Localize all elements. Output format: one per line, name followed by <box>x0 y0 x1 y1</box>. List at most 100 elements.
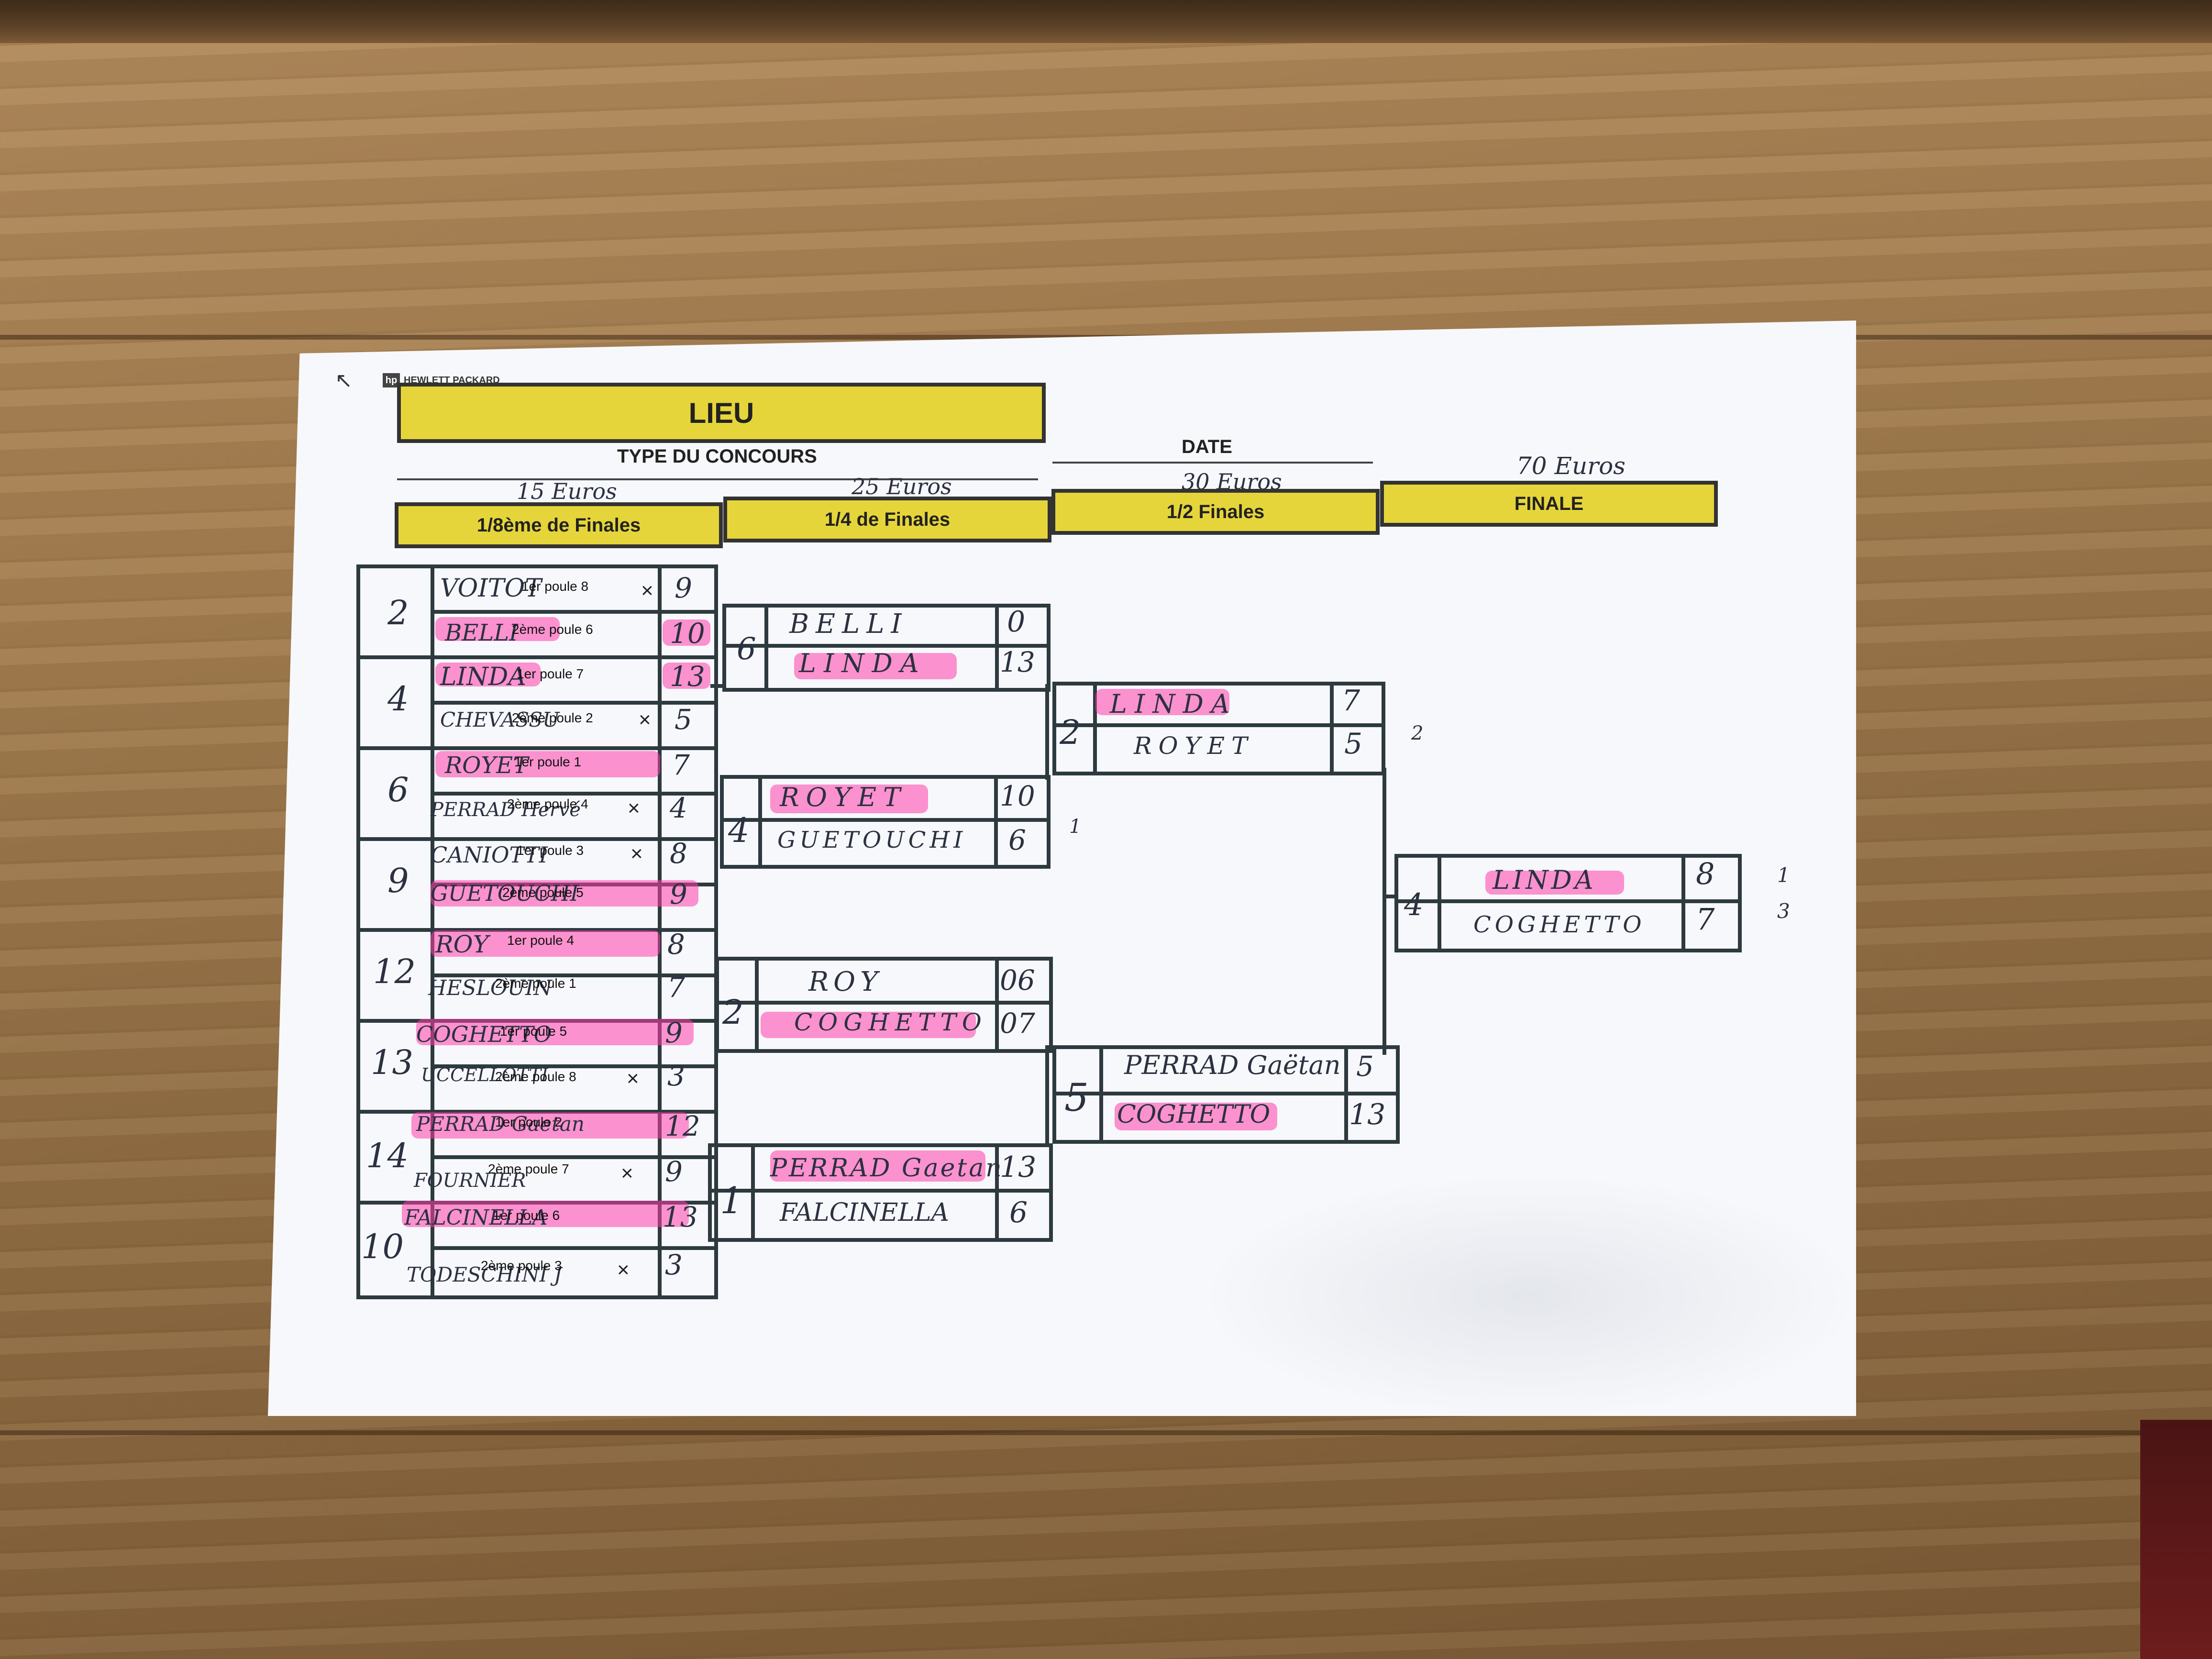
poule-label: 2ème poule 2 <box>512 710 593 725</box>
score: 3 <box>667 1060 685 1092</box>
player-name: GUETOUCHI <box>431 880 579 906</box>
poule-label: 1er poule 5 <box>500 1024 567 1039</box>
r16-match-separator <box>356 837 714 841</box>
player-name: BELLI <box>789 608 908 640</box>
loser-mark: × <box>641 579 653 602</box>
score: 13 <box>1000 646 1035 678</box>
round-label-r16: 1/8ème de Finales <box>476 514 641 536</box>
poule-label: 2ème poule 4 <box>507 796 588 811</box>
wood-board-seam <box>0 1430 2212 1435</box>
player-name: CANIOTTI <box>431 842 548 868</box>
score: 5 <box>675 703 692 736</box>
qf-box <box>708 1143 1053 1242</box>
round-header-final: FINALE <box>1380 481 1718 527</box>
score: 7 <box>1342 684 1360 718</box>
round-header-r16: 1/8ème de Finales <box>395 502 723 548</box>
highlight-r16 <box>411 1112 689 1139</box>
bracket-connector-vertical <box>1382 768 1386 1055</box>
score: 7 <box>667 971 685 1004</box>
highlight-score <box>663 663 710 689</box>
score: 4 <box>670 792 687 824</box>
poule-label: 1er poule 8 <box>521 579 589 594</box>
score: 5 <box>1344 727 1363 761</box>
player-name: FALCINELLA <box>404 1206 548 1230</box>
final-box-divider <box>1394 899 1738 903</box>
bracket-connector-vertical <box>1045 1045 1049 1146</box>
rank-note: 1 <box>1069 816 1082 838</box>
score: 9 <box>675 572 692 604</box>
lane-number: 10 <box>361 1227 404 1266</box>
rank-note: 1 <box>1777 863 1790 887</box>
score: 9 <box>665 1017 683 1049</box>
r16-grid <box>356 564 718 1299</box>
lieu-banner: LIEU <box>397 383 1046 443</box>
round-header-sf: 1/2 Finales <box>1051 489 1380 535</box>
poule-label: 2ème poule 3 <box>481 1258 562 1273</box>
score: 12 <box>665 1110 700 1142</box>
player-name: COGHETTO <box>1117 1100 1271 1129</box>
paper-shadow <box>1196 1172 1866 1421</box>
score: 8 <box>1696 856 1715 891</box>
player-name: TODESCHINI J <box>407 1263 562 1286</box>
lane-number: 6 <box>387 770 409 809</box>
final-box-score-divider <box>1681 854 1685 949</box>
player-name: ROYET <box>445 752 529 779</box>
player-name: LINDA <box>440 663 526 691</box>
qf-box-lane-divider <box>758 775 762 865</box>
lane-number: 1 <box>720 1179 743 1222</box>
qf-box-divider <box>722 644 1047 648</box>
qf-box-divider <box>708 1189 1049 1193</box>
player-name: PERRAD Gaëtan <box>1124 1050 1341 1080</box>
highlight-qf <box>794 653 957 679</box>
qf-box <box>722 604 1051 692</box>
final-prize: 70 Euros <box>1516 452 1626 480</box>
lane-number: 4 <box>387 679 409 719</box>
bracket-connector-horizontal <box>1382 895 1397 898</box>
r16-match-separator <box>356 1110 714 1114</box>
sf-box-divider <box>1052 1092 1396 1095</box>
poule-label: 2ème poule 1 <box>495 976 576 991</box>
player-name: LINDA <box>1493 865 1596 895</box>
qf-prize: 25 Euros <box>852 474 952 499</box>
r16-row-separator <box>431 792 714 796</box>
score: 06 <box>1000 964 1035 996</box>
player-name: COGHETTO <box>794 1008 987 1036</box>
score: 7 <box>672 749 690 781</box>
poule-label: 2ème poule 5 <box>502 885 584 900</box>
highlight-r16 <box>435 751 660 777</box>
score: 8 <box>670 837 687 870</box>
player-name: CHEVASSU <box>440 708 560 731</box>
player-name: GUETOUCHI <box>777 827 967 853</box>
score: 8 <box>667 928 685 961</box>
player-name: LINDA <box>1110 689 1238 719</box>
round-header-qf: 1/4 de Finales <box>723 497 1051 542</box>
r16-match-separator <box>356 928 714 932</box>
player-name: BELLI <box>445 619 519 646</box>
sf-box-score-divider <box>1330 682 1334 772</box>
r16-row-separator <box>431 1246 714 1250</box>
qf-box <box>720 775 1051 869</box>
player-name: UCCELLOTTI <box>421 1064 548 1085</box>
qf-box-lane-divider <box>751 1143 755 1238</box>
sf-box-lane-divider <box>1093 682 1097 772</box>
poule-label: 1er poule 7 <box>517 666 584 681</box>
r16-match-separator <box>356 746 714 750</box>
score: 9 <box>665 1155 683 1188</box>
sf-box-lane-divider <box>1099 1045 1103 1140</box>
lane-number: 12 <box>373 952 416 991</box>
highlight-score <box>663 619 710 646</box>
loser-mark: × <box>639 708 651 731</box>
poule-label: 1er poule 3 <box>517 843 584 858</box>
score: 07 <box>1000 1007 1035 1040</box>
lane-number: 4 <box>728 811 750 850</box>
player-name: FALCINELLA <box>780 1198 950 1227</box>
poule-label: 1er poule 1 <box>514 754 582 769</box>
round-label-final: FINALE <box>1514 493 1584 514</box>
poule-label: 2ème poule 8 <box>495 1069 576 1084</box>
qf-box-lane-divider <box>764 604 768 688</box>
player-name: ROY <box>808 966 883 997</box>
highlight-qf <box>770 785 928 813</box>
highlight-sf <box>1115 1103 1277 1130</box>
poule-label: 2ème poule 6 <box>512 622 593 637</box>
score: 10 <box>1000 780 1035 812</box>
